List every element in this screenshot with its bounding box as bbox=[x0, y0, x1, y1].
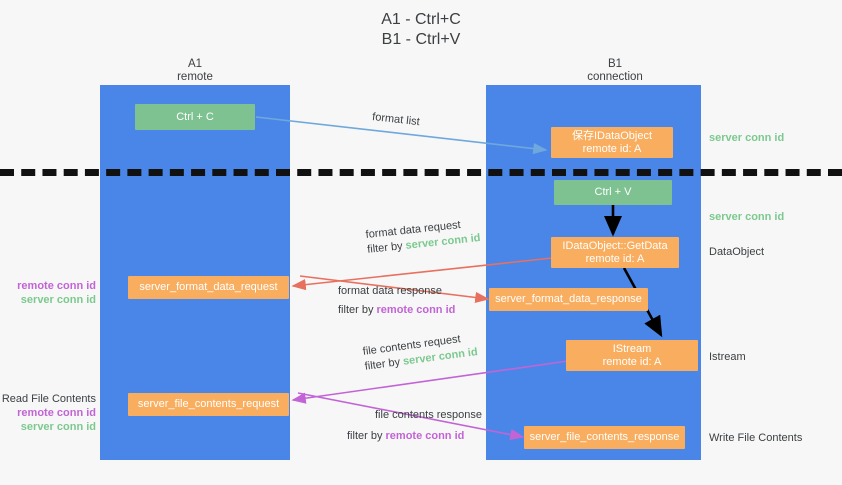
node-save-dataobject[interactable]: 保存IDataObject remote id: A bbox=[551, 127, 673, 158]
node-ctrl-v-label: Ctrl + V bbox=[594, 186, 632, 198]
column-header-a1-sub: remote bbox=[177, 71, 213, 83]
node-getdata[interactable]: IDataObject::GetData remote id: A bbox=[551, 237, 679, 268]
node-ctrl-v[interactable]: Ctrl + V bbox=[554, 180, 672, 205]
edge-label-file-contents-response: file contents response filter by remote … bbox=[347, 408, 483, 444]
label-server-conn-id-top-text: server conn id bbox=[709, 132, 785, 144]
filter-prefix: filter by bbox=[347, 430, 386, 442]
label-conn-ids-format: remote conn id server conn id bbox=[0, 279, 96, 307]
label-read-file-contents: Read File Contents bbox=[1, 393, 96, 405]
node-istream[interactable]: IStream remote id: A bbox=[566, 340, 698, 371]
node-server-file-contents-response[interactable]: server_file_contents_response bbox=[524, 426, 685, 449]
column-header-a1-name: A1 bbox=[187, 58, 203, 70]
edge-label-file-contents-response-filter: filter by remote conn id bbox=[347, 429, 482, 444]
node-getdata-line1: IDataObject::GetData bbox=[562, 239, 668, 252]
label-server-conn-id-top: server conn id bbox=[709, 131, 784, 145]
phase-separator bbox=[0, 169, 842, 176]
filter-prefix: filter by bbox=[364, 355, 404, 373]
edge-label-format-list-text: format list bbox=[371, 110, 421, 129]
node-server-format-data-request[interactable]: server_format_data_request bbox=[128, 276, 289, 299]
label-write-file-contents-text: Write File Contents bbox=[709, 432, 803, 444]
page-title: A1 - Ctrl+C B1 - Ctrl+V bbox=[0, 10, 842, 50]
edge-label-file-contents-request: file contents request filter by server c… bbox=[362, 330, 479, 375]
edge-label-file-contents-response-title: file contents response bbox=[375, 409, 483, 421]
title-line-1: A1 - Ctrl+C bbox=[381, 11, 461, 28]
node-getdata-line2: remote id: A bbox=[585, 252, 645, 265]
filter-value-remote-conn-id: remote conn id bbox=[376, 304, 456, 316]
label-istream-text: Istream bbox=[709, 351, 746, 363]
node-save-dataobject-line1: 保存IDataObject bbox=[571, 129, 653, 142]
edge-label-format-data-response-filter: filter by remote conn id bbox=[338, 303, 455, 318]
column-header-a1: A1 remote bbox=[130, 58, 260, 84]
label-istream: Istream bbox=[709, 350, 746, 364]
filter-prefix: filter by bbox=[366, 239, 407, 256]
column-header-b1-name: B1 bbox=[607, 58, 623, 70]
node-ctrl-c-label: Ctrl + C bbox=[176, 110, 214, 123]
label-write-file-contents: Write File Contents bbox=[709, 431, 802, 445]
label-dataobject-text: DataObject bbox=[709, 246, 765, 258]
edge-label-format-data-response: format data response filter by remote co… bbox=[338, 284, 455, 318]
label-server-conn-id-1: server conn id bbox=[20, 294, 96, 306]
label-dataobject: DataObject bbox=[709, 245, 764, 259]
edge-label-format-list: format list bbox=[371, 110, 421, 130]
node-server-format-data-request-label: server_format_data_request bbox=[139, 281, 278, 293]
column-header-b1: B1 connection bbox=[545, 58, 685, 84]
node-server-format-data-response-label: server_format_data_response bbox=[495, 293, 642, 305]
node-server-file-contents-response-label: server_file_contents_response bbox=[529, 431, 680, 443]
label-server-conn-id-2: server conn id bbox=[20, 421, 96, 433]
column-header-b1-sub: connection bbox=[587, 71, 643, 83]
filter-prefix: filter by bbox=[338, 304, 377, 316]
node-server-file-contents-request[interactable]: server_file_contents_request bbox=[128, 393, 289, 416]
node-istream-line2: remote id: A bbox=[602, 355, 662, 368]
node-istream-line1: IStream bbox=[612, 342, 652, 355]
label-remote-conn-id-2: remote conn id bbox=[17, 407, 96, 419]
node-server-format-data-response[interactable]: server_format_data_response bbox=[489, 288, 648, 311]
node-save-dataobject-line2: remote id: A bbox=[582, 142, 642, 155]
node-server-file-contents-request-label: server_file_contents_request bbox=[137, 398, 280, 410]
title-line-2: B1 - Ctrl+V bbox=[381, 31, 461, 48]
label-server-conn-id-mid: server conn id bbox=[709, 210, 784, 224]
edge-label-format-data-request: format data request filter by server con… bbox=[365, 216, 481, 258]
edge-label-format-data-response-title: format data response bbox=[338, 285, 442, 297]
label-read-file-contents-group: Read File Contents remote conn id server… bbox=[0, 392, 96, 434]
node-ctrl-c[interactable]: Ctrl + C bbox=[135, 104, 255, 130]
label-server-conn-id-mid-text: server conn id bbox=[709, 211, 785, 223]
label-remote-conn-id-1: remote conn id bbox=[17, 280, 96, 292]
filter-value-remote-conn-id: remote conn id bbox=[385, 430, 465, 442]
